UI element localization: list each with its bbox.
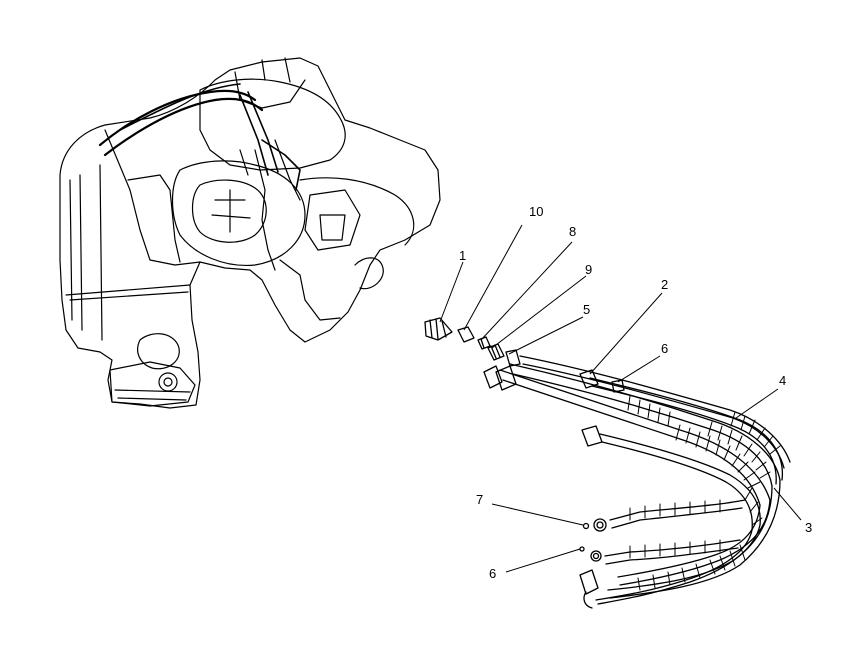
leader-6a: [617, 355, 661, 383]
leader-4: [735, 388, 779, 419]
part-1-cap: [424, 317, 453, 341]
leader-1: [439, 261, 464, 323]
callout-9: 9: [585, 262, 592, 277]
leader-10: [463, 224, 523, 331]
leader-6b: [505, 548, 581, 573]
spiral-wrap: [627, 395, 781, 591]
leader-3: [773, 487, 802, 521]
leader-7: [491, 503, 584, 526]
callout-7: 7: [476, 492, 483, 507]
part-5-fitting: [505, 349, 521, 367]
callout-3: 3: [805, 520, 812, 535]
part-8-fitting: [477, 336, 491, 350]
callout-labels: 1 10 8 9 5 2 6 4 3 7 6: [459, 204, 812, 581]
callout-6b: 6: [489, 566, 496, 581]
leader-5: [508, 316, 584, 355]
leader-2: [589, 292, 663, 375]
callout-8: 8: [569, 224, 576, 239]
callout-2: 2: [661, 277, 668, 292]
callout-5: 5: [583, 302, 590, 317]
part-9-connector: [487, 343, 505, 361]
leader-8: [480, 241, 573, 341]
hose-assembly-illustration: [424, 317, 791, 609]
callout-6a: 6: [661, 341, 668, 356]
callout-4: 4: [779, 373, 786, 388]
leader-9: [491, 275, 587, 349]
callout-1: 1: [459, 248, 466, 263]
callout-10: 10: [529, 204, 543, 219]
engine-assembly-illustration: [59, 57, 441, 409]
part-10-fitting: [457, 326, 475, 343]
callout-leaders: [439, 224, 802, 573]
